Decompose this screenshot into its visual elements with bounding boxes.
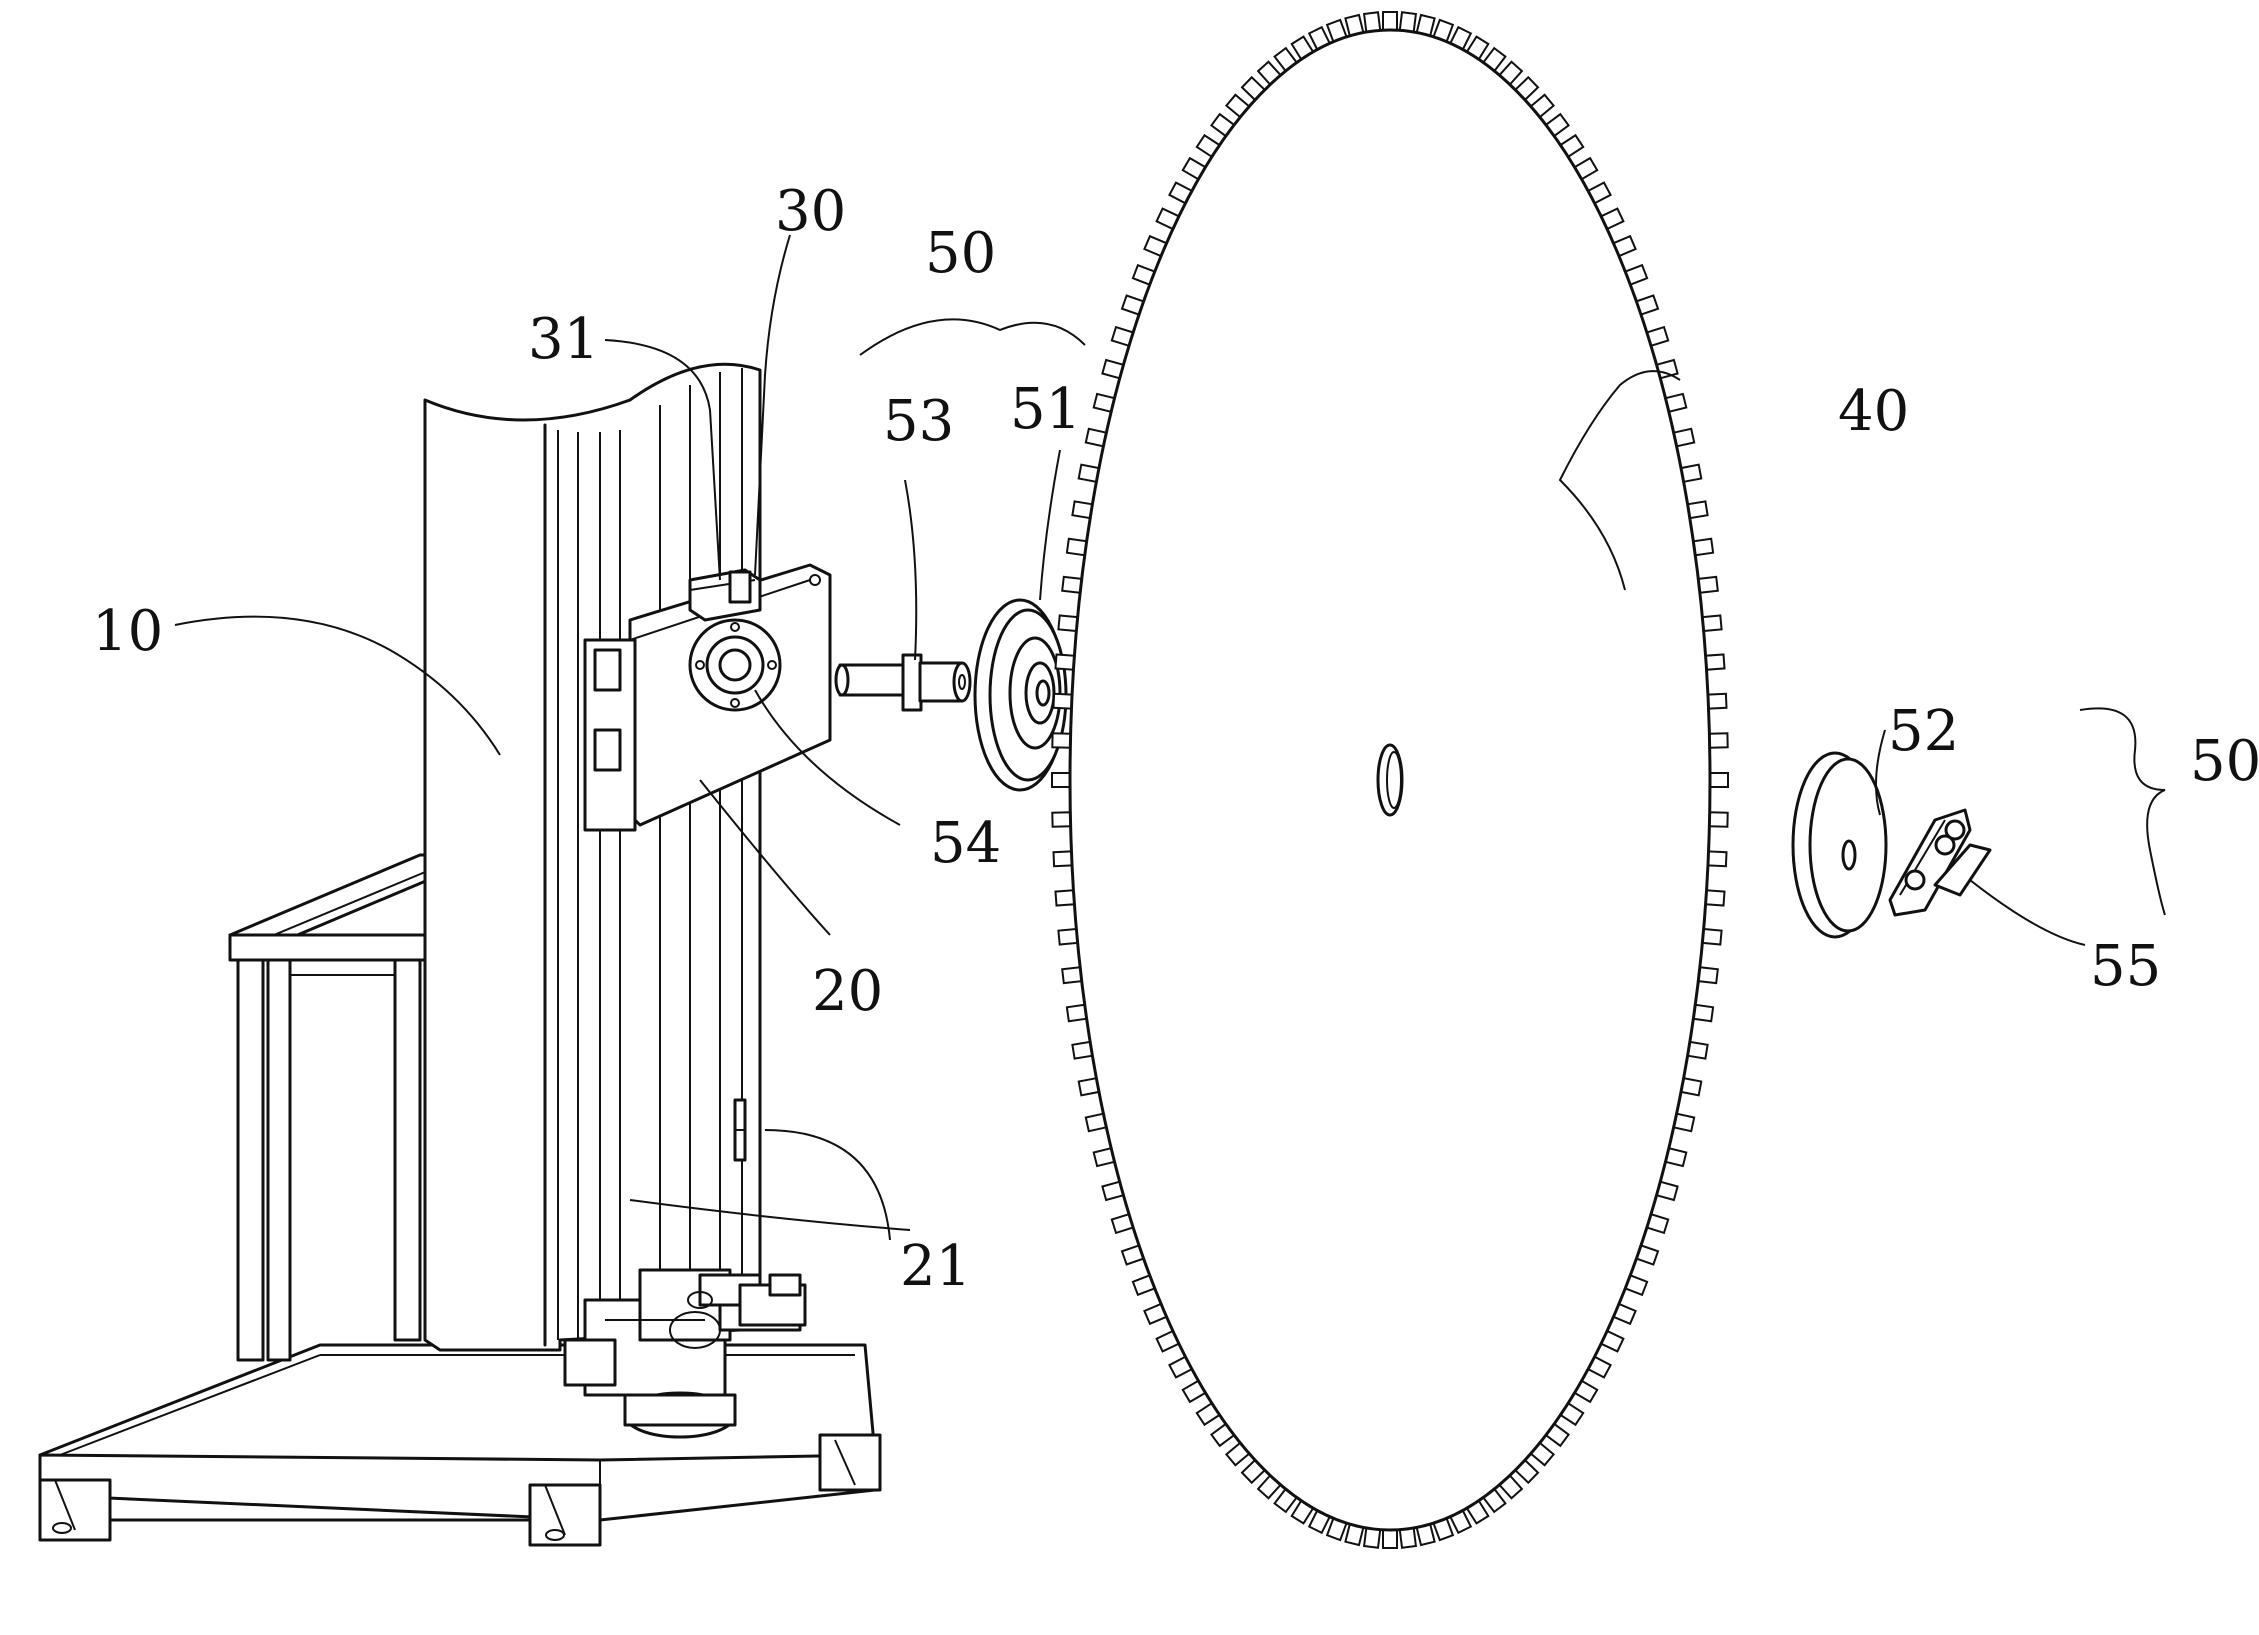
leader-10 bbox=[174, 615, 501, 756]
blade-tooth bbox=[1697, 966, 1719, 985]
label-50-right: 50 bbox=[2190, 729, 2259, 794]
blade-tooth bbox=[1057, 614, 1079, 633]
label-40: 40 bbox=[1838, 379, 1909, 444]
label-52: 52 bbox=[1888, 699, 1959, 764]
blade-tooth bbox=[1704, 653, 1726, 671]
leader-20 bbox=[699, 779, 831, 936]
guide-rods bbox=[733, 1098, 807, 1327]
flange-51 bbox=[973, 598, 1068, 792]
blade-tooth bbox=[1051, 811, 1072, 828]
label-31: 31 bbox=[528, 307, 599, 372]
brace-50-left bbox=[859, 318, 1086, 356]
blade-tooth bbox=[1382, 11, 1398, 31]
labels: 10 20 21 30 31 40 50 50 51 52 53 54 55 bbox=[92, 179, 2259, 1299]
blade-tooth bbox=[1706, 692, 1728, 710]
blade-tooth bbox=[1362, 11, 1382, 34]
blade-tooth bbox=[1054, 653, 1076, 671]
leader-21a bbox=[629, 1199, 911, 1231]
leader-54 bbox=[754, 689, 901, 826]
leader-40 bbox=[1558, 370, 1681, 591]
label-54: 54 bbox=[930, 811, 1001, 876]
blade-tooth bbox=[1054, 889, 1076, 907]
rear-frame bbox=[228, 853, 442, 1362]
blade-tooth bbox=[1704, 889, 1726, 907]
leader-51 bbox=[1039, 449, 1061, 601]
blade-tooth bbox=[1398, 1526, 1418, 1549]
blade-tooth bbox=[1057, 927, 1079, 946]
blade-tooth bbox=[1052, 692, 1074, 710]
shaft bbox=[834, 653, 972, 712]
blade-tooth bbox=[1701, 927, 1723, 946]
label-53: 53 bbox=[883, 389, 954, 454]
blade-tooth bbox=[1052, 850, 1074, 868]
label-50-top: 50 bbox=[925, 221, 996, 286]
blade-tooth bbox=[1061, 966, 1083, 985]
leader-52 bbox=[1875, 729, 1886, 816]
leader-55 bbox=[1969, 879, 2086, 946]
flange-52 bbox=[1791, 751, 1888, 939]
saw-blade bbox=[1051, 11, 1729, 1549]
blade-tooth bbox=[1709, 772, 1729, 788]
label-30: 30 bbox=[775, 179, 846, 244]
blade-tooth bbox=[1398, 11, 1418, 34]
label-10: 10 bbox=[92, 599, 163, 664]
label-55: 55 bbox=[2090, 934, 2161, 999]
brace-50-right bbox=[2079, 707, 2166, 916]
clamp-block bbox=[688, 568, 762, 622]
label-21: 21 bbox=[900, 1234, 971, 1299]
blade-tooth bbox=[1697, 575, 1719, 594]
blade-tooth bbox=[1708, 811, 1729, 828]
blade-tooth bbox=[1701, 614, 1723, 633]
label-20: 20 bbox=[812, 959, 883, 1024]
leader-30 bbox=[754, 234, 791, 576]
blade-tooth bbox=[1382, 1529, 1398, 1549]
label-51: 51 bbox=[1010, 377, 1081, 442]
blade-tooth bbox=[1051, 772, 1071, 788]
blade-tooth bbox=[1708, 732, 1729, 749]
blade-tooth bbox=[1706, 850, 1728, 868]
blade-tooth bbox=[1061, 575, 1083, 594]
leader-lines bbox=[174, 234, 2166, 1241]
blade-tooth bbox=[1362, 1526, 1382, 1549]
base-plate bbox=[38, 1343, 882, 1547]
blade-tooth bbox=[1051, 732, 1072, 749]
leader-53 bbox=[904, 479, 918, 661]
leader-31 bbox=[604, 339, 721, 581]
bracket-55 bbox=[1888, 808, 1992, 917]
drive-assembly bbox=[563, 1268, 802, 1439]
column bbox=[423, 362, 762, 1352]
carriage-plate bbox=[583, 563, 832, 832]
leader-21b bbox=[764, 1129, 891, 1241]
